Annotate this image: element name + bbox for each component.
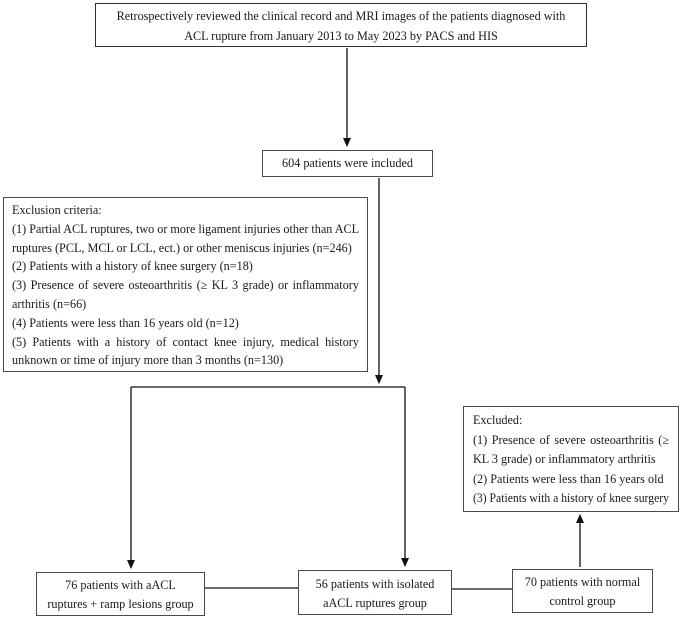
isolated-group-line-2-text: aACL ruptures group (323, 596, 427, 610)
exclusion-item-5-line-2: unknown or time of injury more than 3 mo… (12, 351, 359, 370)
source-line-2-text: ACL rupture from January 2013 to May 202… (184, 29, 498, 43)
normal-control-group-box: 70 patients with normal control group (512, 569, 653, 613)
included-box: 604 patients were included (262, 150, 433, 177)
normal-group-line-2-text: control group (549, 594, 616, 608)
isolated-group-box: 56 patients with isolated aACL ruptures … (298, 570, 452, 615)
isolated-group-line-1: 56 patients with isolated (299, 575, 451, 594)
excluded-item-1-line-2: KL 3 grade) or inflammatory arthritis (473, 450, 669, 470)
exclusion-item-3-line-1-text: (3) Presence of severe osteoarthritis (≥… (12, 278, 359, 293)
included-text-line: 604 patients were included (263, 156, 432, 171)
source-line-2: ACL rupture from January 2013 to May 202… (96, 26, 586, 46)
isolated-group-line-1-text: 56 patients with isolated (315, 577, 435, 591)
ramp-lesions-group-box: 76 patients with aACL ruptures + ramp le… (36, 572, 205, 616)
normal-group-line-1: 70 patients with normal (513, 573, 652, 592)
excluded-item-1-line-1-text: (1) Presence of severe osteoarthritis (≥ (473, 432, 670, 447)
exclusion-criteria-box: Exclusion criteria: (1) Partial ACL rupt… (3, 197, 368, 372)
exclusion-heading: Exclusion criteria: (12, 201, 359, 220)
isolated-group-line-2: aACL ruptures group (299, 594, 451, 613)
excluded-box: Excluded: (1) Presence of severe osteoar… (463, 406, 679, 512)
exclusion-item-2: (2) Patients with a history of knee surg… (12, 257, 359, 276)
excluded-item-1-line-2-text: KL 3 grade) or inflammatory arthritis (473, 452, 656, 466)
excluded-heading-text: Excluded: (473, 413, 523, 427)
exclusion-item-4-text: (4) Patients were less than 16 years old… (12, 315, 239, 330)
ramp-group-line-1: 76 patients with aACL (37, 576, 204, 595)
excluded-item-2-text: (2) Patients were less than 16 years old (473, 471, 664, 486)
normal-group-line-2: control group (513, 592, 652, 611)
exclusion-item-4: (4) Patients were less than 16 years old… (12, 314, 359, 333)
excluded-item-1-line-1: (1) Presence of severe osteoarthritis (≥ (473, 431, 669, 451)
source-box: Retrospectively reviewed the clinical re… (95, 3, 587, 47)
exclusion-item-5-line-1: (5) Patients with a history of contact k… (12, 333, 359, 352)
exclusion-item-2-text: (2) Patients with a history of knee surg… (12, 259, 253, 274)
source-line-1-text: Retrospectively reviewed the clinical re… (116, 9, 566, 23)
excluded-item-3-text: (3) Patients with a history of knee surg… (473, 491, 669, 505)
exclusion-item-1-line-2: ruptures (PCL, MCL or LCL, ect.) or othe… (12, 239, 359, 258)
ramp-group-line-1-text: 76 patients with aACL (65, 578, 176, 592)
normal-group-line-1-text: 70 patients with normal (524, 575, 641, 589)
ramp-group-line-2-text: ruptures + ramp lesions group (47, 597, 194, 611)
excluded-heading: Excluded: (473, 411, 669, 431)
exclusion-heading-text: Exclusion criteria: (12, 203, 102, 217)
exclusion-item-3-line-2-text: arthritis (n=66) (12, 296, 87, 311)
exclusion-item-1-line-2-text: ruptures (PCL, MCL or LCL, ect.) or othe… (12, 240, 352, 255)
exclusion-item-1-line-1-text: (1) Partial ACL ruptures, two or more li… (12, 221, 360, 236)
excluded-item-2: (2) Patients were less than 16 years old (473, 470, 669, 490)
exclusion-item-3-line-1: (3) Presence of severe osteoarthritis (≥… (12, 276, 359, 295)
exclusion-item-5-line-1-text: (5) Patients with a history of contact k… (12, 334, 359, 349)
included-text: 604 patients were included (282, 156, 413, 170)
ramp-group-line-2: ruptures + ramp lesions group (37, 595, 204, 614)
exclusion-item-5-line-2-text: unknown or time of injury more than 3 mo… (12, 353, 284, 368)
source-line-1: Retrospectively reviewed the clinical re… (96, 6, 586, 26)
exclusion-item-3-line-2: arthritis (n=66) (12, 295, 359, 314)
excluded-item-3: (3) Patients with a history of knee surg… (473, 489, 669, 509)
exclusion-item-1-line-1: (1) Partial ACL ruptures, two or more li… (12, 220, 359, 239)
